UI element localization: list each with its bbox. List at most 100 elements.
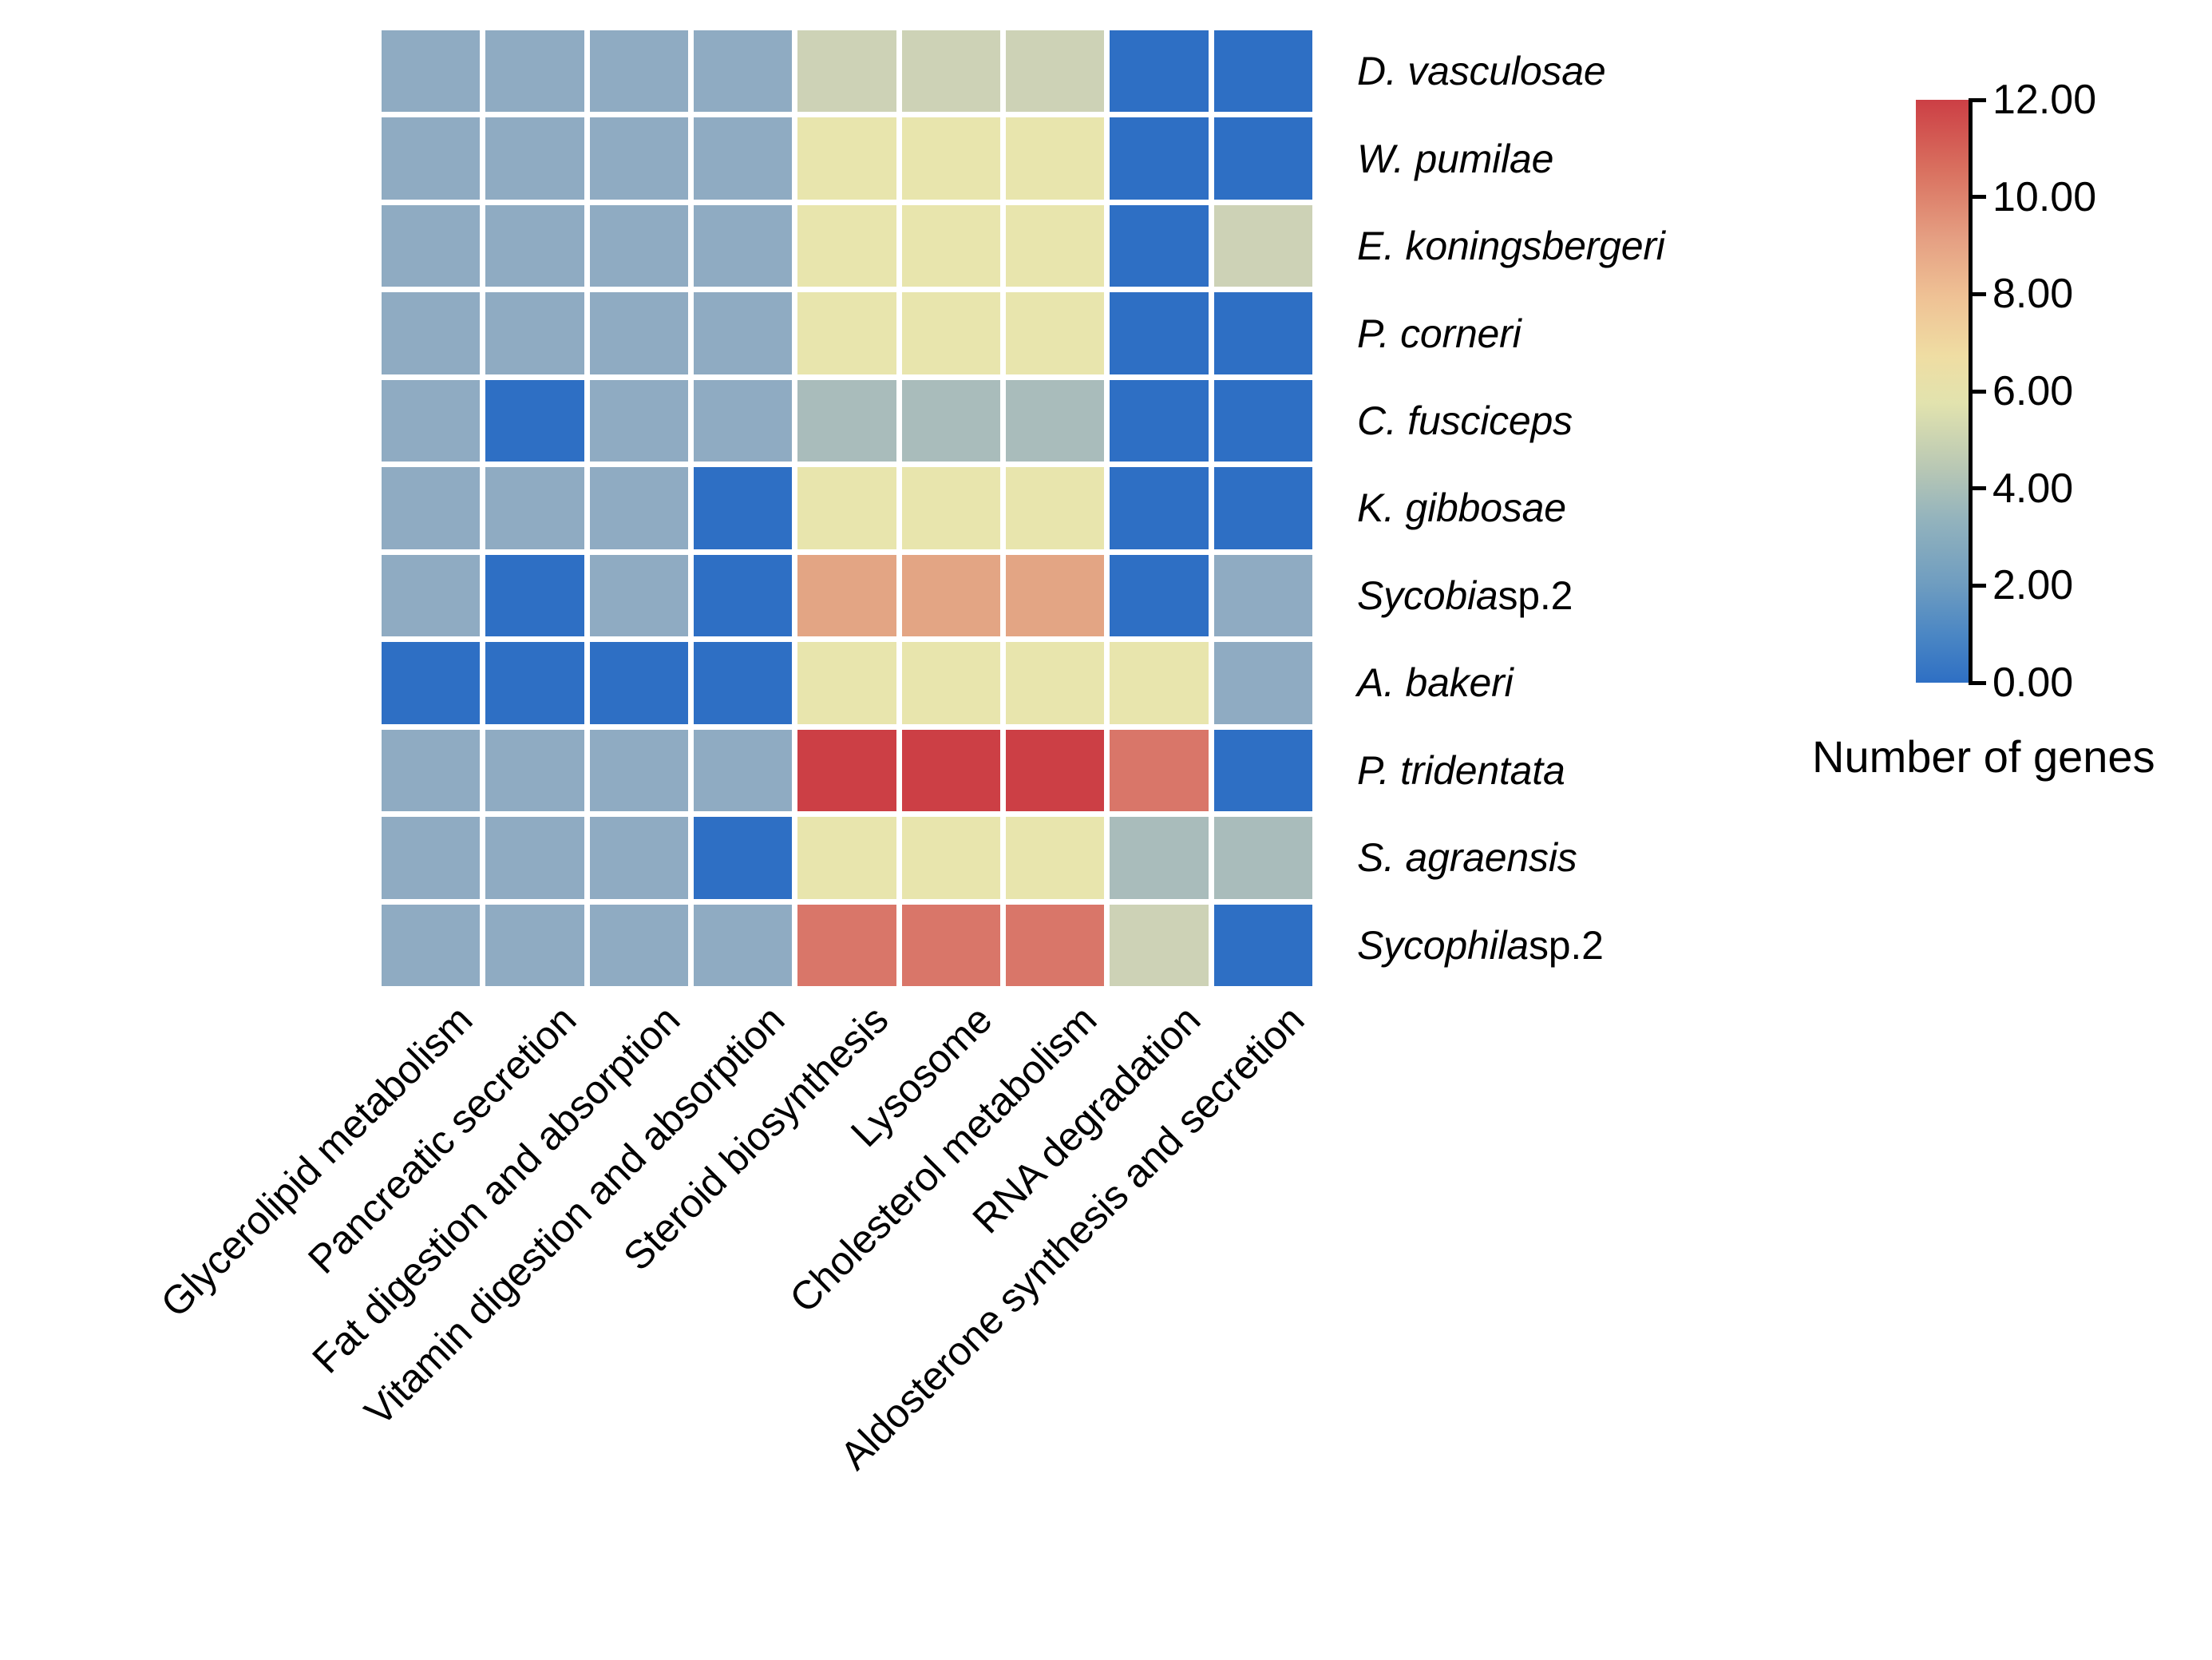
heatmap-cell xyxy=(797,379,896,462)
heatmap-cell xyxy=(382,292,481,374)
heatmap-cell xyxy=(1006,554,1105,637)
heatmap-cell xyxy=(589,204,688,287)
heatmap-cell xyxy=(1006,117,1105,200)
heatmap-cell xyxy=(589,30,688,113)
heatmap-cell xyxy=(589,554,688,637)
colorbar-tick-label: 12.00 xyxy=(1992,77,2097,123)
colorbar-tick xyxy=(1969,97,1986,102)
heatmap-cell xyxy=(694,817,793,899)
row-label: Sycobia sp.2 xyxy=(1357,572,1573,618)
row-label: P. corneri xyxy=(1357,311,1521,356)
heatmap-cell xyxy=(694,904,793,986)
heatmap-cell xyxy=(1110,729,1209,812)
heatmap-cell xyxy=(797,904,896,986)
heatmap-cell xyxy=(1213,117,1312,200)
heatmap-cell xyxy=(797,642,896,724)
heatmap-cell xyxy=(485,904,584,986)
row-label: D. vasculosae xyxy=(1357,49,1606,94)
row-label: P. tridentata xyxy=(1357,747,1565,793)
heatmap-cell xyxy=(901,729,1000,812)
heatmap-cell xyxy=(1110,379,1209,462)
heatmap-cell xyxy=(694,467,793,549)
heatmap-cell xyxy=(382,117,481,200)
heatmap-cell xyxy=(901,292,1000,374)
colorbar-tick xyxy=(1969,389,1986,394)
heatmap-cell xyxy=(382,204,481,287)
heatmap-cell xyxy=(1213,642,1312,724)
heatmap-cell xyxy=(1110,817,1209,899)
heatmap-cell xyxy=(901,904,1000,986)
heatmap-cell xyxy=(797,554,896,637)
heatmap-cell xyxy=(589,292,688,374)
heatmap-cell xyxy=(1006,642,1105,724)
colorbar-tick-label: 6.00 xyxy=(1992,368,2074,414)
heatmap-cell xyxy=(485,204,584,287)
row-label: S. agraensis xyxy=(1357,835,1577,881)
colorbar-tick-label: 4.00 xyxy=(1992,465,2074,512)
heatmap-cell xyxy=(694,117,793,200)
heatmap-cell xyxy=(485,467,584,549)
heatmap-cell xyxy=(1213,204,1312,287)
heatmap-cell xyxy=(1213,729,1312,812)
heatmap-cell xyxy=(485,379,584,462)
colorbar-tick xyxy=(1969,583,1986,588)
colorbar-tick xyxy=(1969,486,1986,491)
heatmap-cell xyxy=(589,117,688,200)
heatmap-cell xyxy=(1006,204,1105,287)
heatmap-cell xyxy=(589,642,688,724)
colorbar-tick xyxy=(1969,195,1986,200)
row-label: A. bakeri xyxy=(1357,660,1514,706)
row-label: C. fusciceps xyxy=(1357,398,1573,444)
heatmap-cell xyxy=(797,117,896,200)
heatmap-cell xyxy=(382,729,481,812)
heatmap-cell xyxy=(382,642,481,724)
heatmap-cell xyxy=(797,729,896,812)
heatmap-cell xyxy=(901,30,1000,113)
row-label: W. pumilae xyxy=(1357,136,1554,181)
heatmap-cell xyxy=(797,30,896,113)
colorbar-tick-label: 8.00 xyxy=(1992,271,2074,318)
heatmap-cell xyxy=(382,904,481,986)
colorbar-title: Number of genes xyxy=(1812,731,2155,782)
colorbar-tick-label: 10.00 xyxy=(1992,173,2097,220)
heatmap-cell xyxy=(1213,292,1312,374)
heatmap-cell xyxy=(485,554,584,637)
heatmap-cell xyxy=(1110,292,1209,374)
heatmap-cell xyxy=(485,729,584,812)
heatmap-cell xyxy=(1213,379,1312,462)
heatmap-cell xyxy=(797,292,896,374)
heatmap-cell xyxy=(382,379,481,462)
heatmap-cell xyxy=(694,642,793,724)
heatmap-cell xyxy=(1213,30,1312,113)
colorbar-tick xyxy=(1969,291,1986,296)
heatmap-cell xyxy=(694,292,793,374)
heatmap-cell xyxy=(901,554,1000,637)
heatmap-cell xyxy=(694,554,793,637)
row-label: K. gibbosae xyxy=(1357,485,1566,531)
heatmap-cell xyxy=(694,379,793,462)
heatmap-cell xyxy=(485,30,584,113)
heatmap-cell xyxy=(1006,729,1105,812)
heatmap-cell xyxy=(1006,467,1105,549)
heatmap-cell xyxy=(1213,817,1312,899)
colorbar-tick-label: 2.00 xyxy=(1992,562,2074,609)
heatmap-cell xyxy=(797,817,896,899)
heatmap-cell xyxy=(1110,554,1209,637)
heatmap-cell xyxy=(797,467,896,549)
heatmap-cell xyxy=(797,204,896,287)
heatmap-cell xyxy=(1213,467,1312,549)
heatmap-cell xyxy=(694,30,793,113)
heatmap-cell xyxy=(1006,904,1105,986)
heatmap-cell xyxy=(901,117,1000,200)
heatmap-cell xyxy=(694,204,793,287)
heatmap-cell xyxy=(1110,467,1209,549)
heatmap-cell xyxy=(382,30,481,113)
heatmap-cell xyxy=(589,379,688,462)
heatmap-cell xyxy=(901,467,1000,549)
heatmap-cell xyxy=(1110,904,1209,986)
heatmap-cell xyxy=(382,467,481,549)
heatmap-cell xyxy=(589,729,688,812)
